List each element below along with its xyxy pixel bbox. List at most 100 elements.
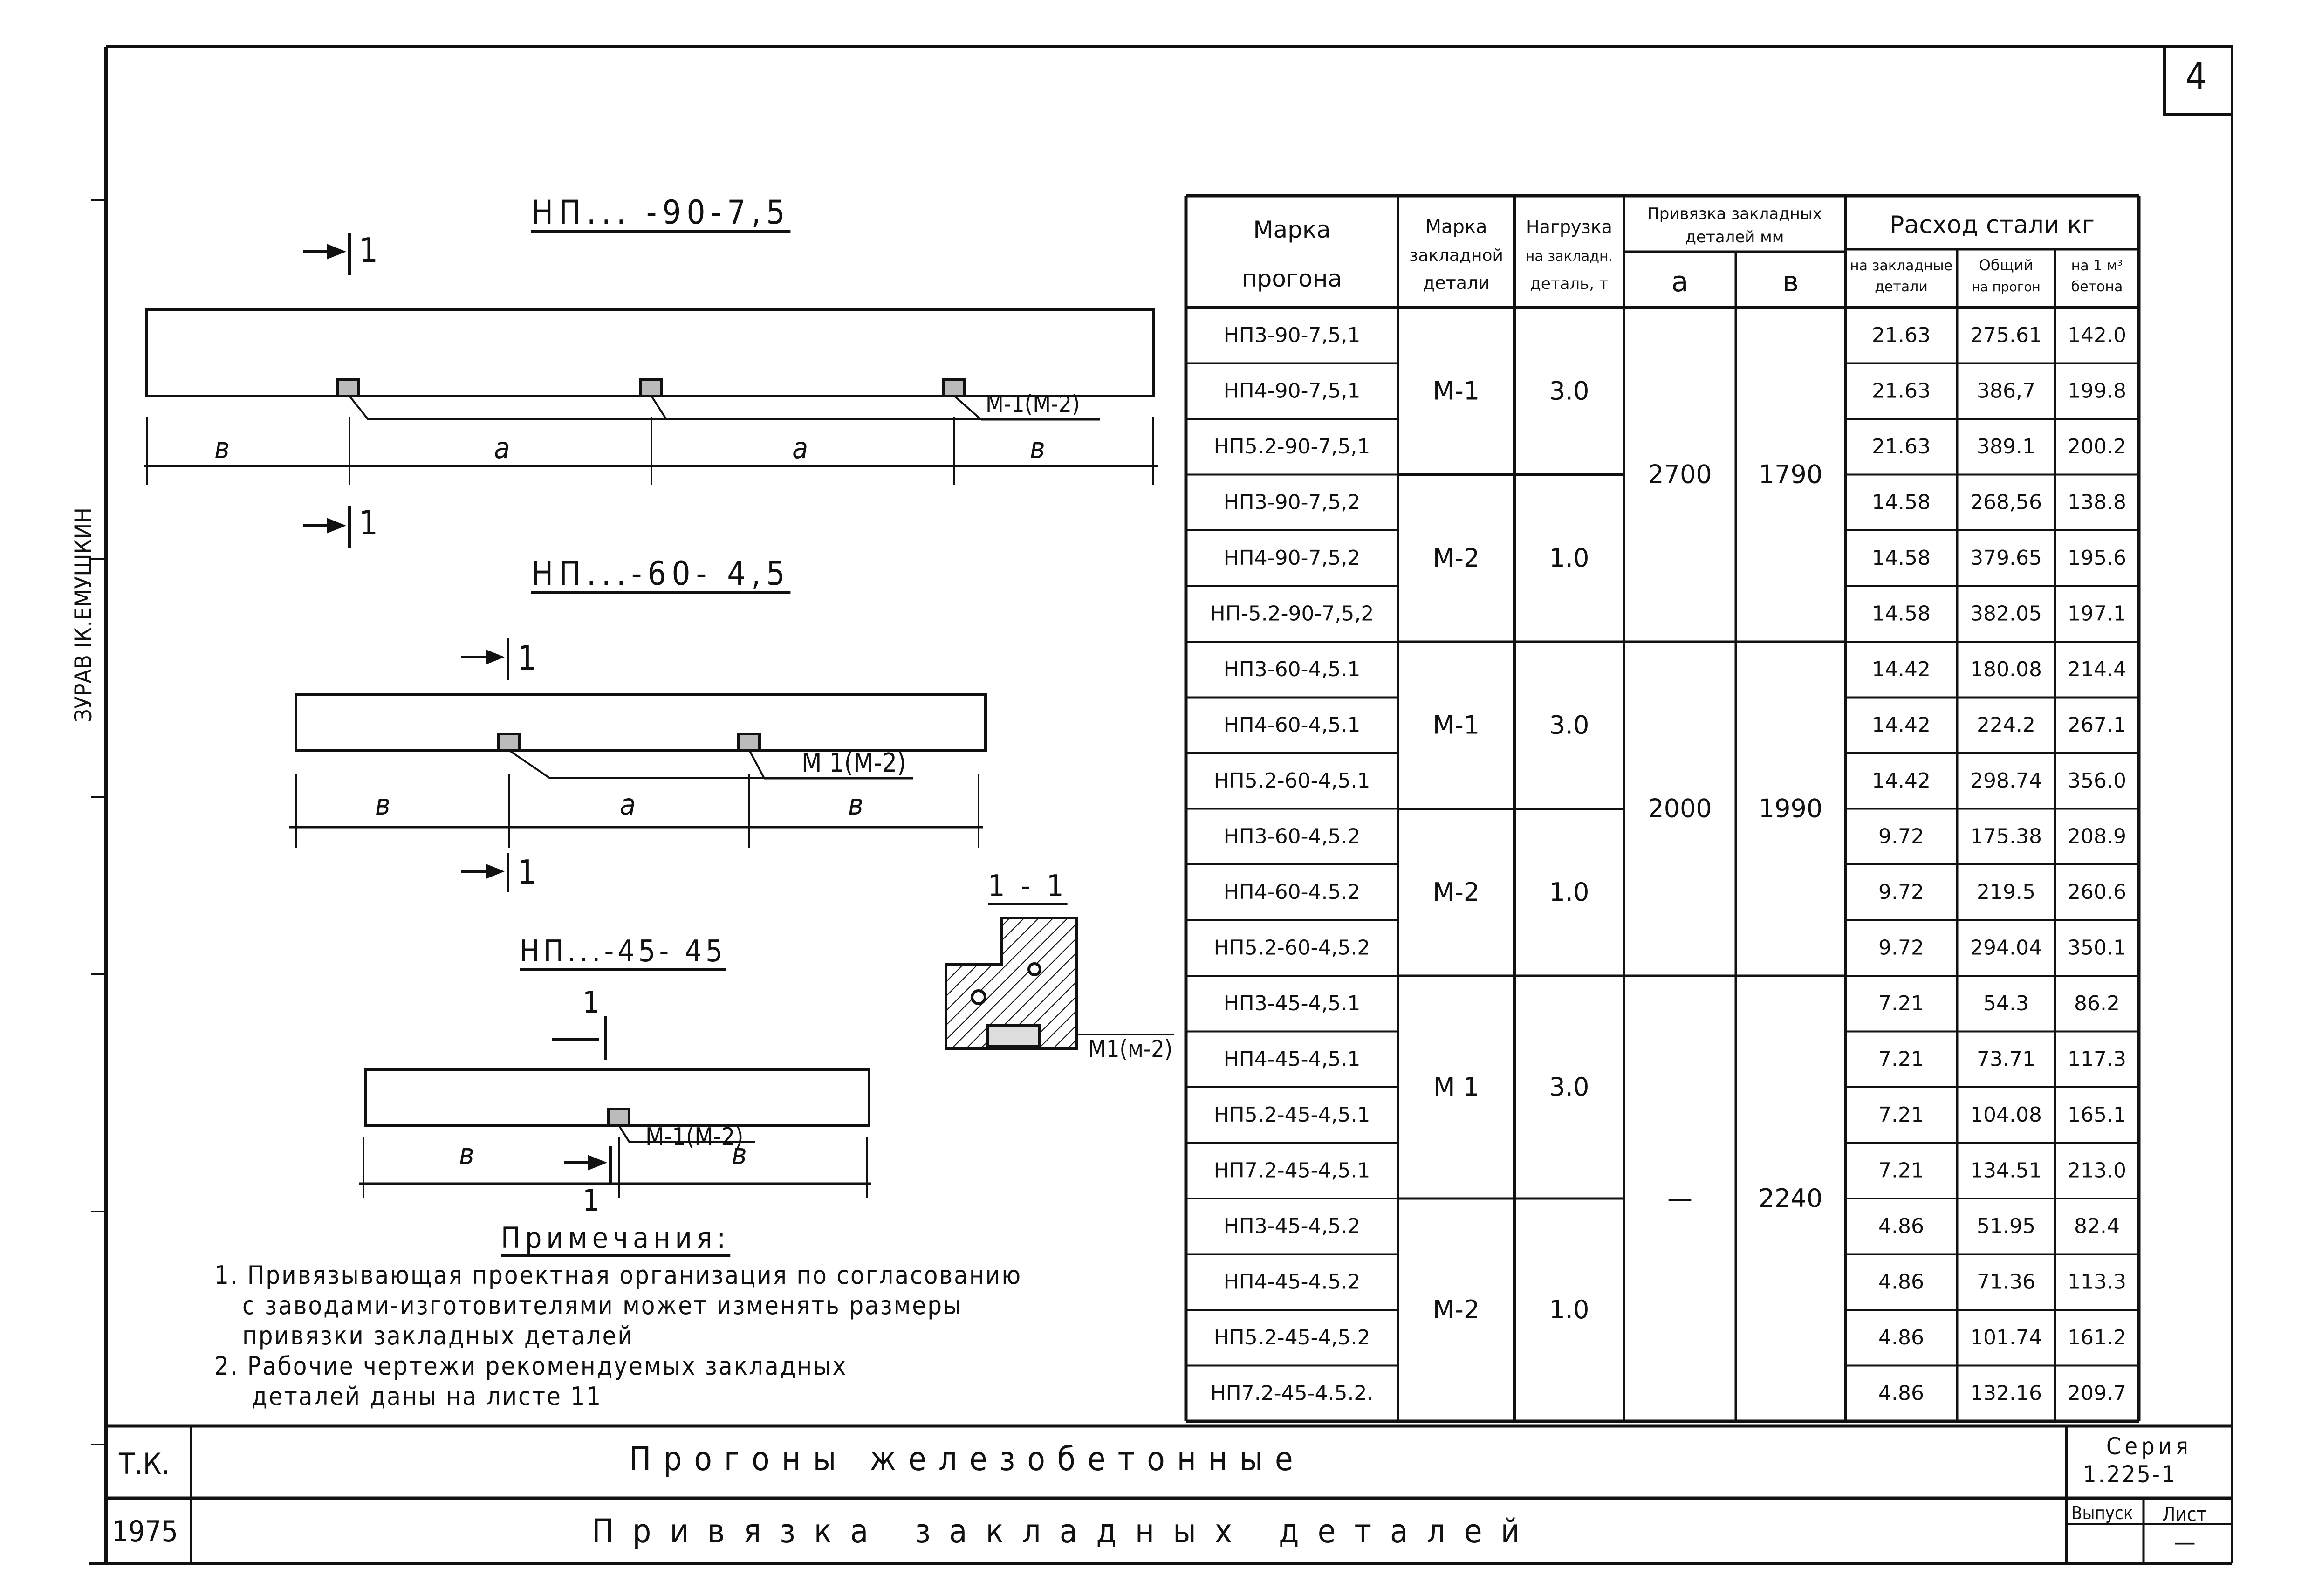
row-steel-total: 132.16 (1970, 1382, 2042, 1405)
row-steel-m3: 138.8 (2068, 491, 2126, 514)
beam3-section-bottom: 1 (582, 1184, 600, 1218)
row-marka: НП3-90-7,5,1 (1224, 323, 1361, 347)
row-marka: НП3-90-7,5,2 (1224, 491, 1361, 514)
row-steel-detail: 4.86 (1878, 1270, 1924, 1294)
series-value: 1.225-1 (2083, 1461, 2177, 1488)
header-steel: Расход стали кг (1890, 211, 2095, 239)
row-steel-detail: 21.63 (1872, 379, 1931, 403)
row-steel-total: 275.61 (1970, 323, 2042, 347)
row-steel-detail: 4.86 (1878, 1326, 1924, 1349)
row-steel-m3: 197.1 (2068, 602, 2126, 626)
row-steel-total: 224.2 (1977, 713, 2035, 737)
row-marka: НП5.2-45-4,5.1 (1214, 1103, 1370, 1127)
row-steel-total: 386,7 (1977, 379, 2035, 403)
group-detail: М-1 (1433, 710, 1480, 740)
header-steel-detail-1: на закладные (1850, 258, 1952, 274)
sheet-number: 4 (2185, 55, 2207, 98)
group-binding-a: 2700 (1648, 460, 1712, 489)
row-steel-m3: 350.1 (2068, 936, 2126, 960)
beam3-dim-b2: в (732, 1137, 747, 1171)
row-steel-detail: 9.72 (1878, 936, 1924, 960)
header-steel-detail-2: детали (1875, 279, 1928, 295)
beam2-dim-b2: в (848, 788, 863, 822)
beam1-section-bottom: 1 (359, 503, 378, 542)
row-steel-total: 298.74 (1970, 769, 2042, 793)
group-load: 3.0 (1549, 710, 1589, 740)
row-steel-total: 268,56 (1970, 491, 2042, 514)
group-load: 1.0 (1549, 543, 1589, 573)
row-marka: НП7.2-45-4.5.2. (1211, 1382, 1374, 1405)
row-marka: НП7.2-45-4,5.1 (1214, 1159, 1370, 1183)
beam2-drawing (289, 638, 987, 892)
row-marka: НП5.2-90-7,5,1 (1214, 435, 1370, 459)
row-marka: НП4-90-7,5,1 (1224, 379, 1361, 403)
beam2-section-top: 1 (517, 638, 537, 678)
row-marka: НП4-45-4,5.1 (1224, 1048, 1361, 1071)
group-detail: М 1 (1433, 1072, 1479, 1102)
row-steel-detail: 7.21 (1878, 1159, 1924, 1183)
row-steel-m3: 213.0 (2068, 1159, 2126, 1183)
row-marka: НП4-90-7,5,2 (1224, 546, 1361, 570)
beam1-drawing (144, 233, 1158, 548)
header-a: а (1671, 266, 1689, 298)
beam3-drawing (359, 1016, 871, 1198)
row-steel-m3: 356.0 (2068, 769, 2126, 793)
note-line-2: с заводами-изготовителями может изменять… (242, 1291, 963, 1320)
row-steel-m3: 208.9 (2068, 825, 2126, 849)
group-detail: М-1 (1433, 376, 1480, 405)
beam1-section-top: 1 (359, 231, 378, 270)
beam1-title: НП... -90-7,5 (531, 193, 791, 232)
row-steel-detail: 9.72 (1878, 825, 1924, 849)
row-steel-m3: 113.3 (2068, 1270, 2126, 1294)
row-steel-detail: 14.58 (1872, 602, 1931, 626)
beam3-title: НП...-45- 45 (520, 934, 726, 969)
title-line-2: Привязка закладных деталей (592, 1512, 1539, 1550)
beam3-section-top: 1 (582, 986, 600, 1020)
row-marka: НП4-60-4.5.2 (1224, 880, 1361, 904)
row-marka: НП4-45-4.5.2 (1224, 1270, 1361, 1294)
header-steel-total-2: на прогон (1972, 279, 2041, 295)
row-steel-total: 101.74 (1970, 1326, 2042, 1349)
row-steel-m3: 86.2 (2074, 992, 2120, 1015)
row-marka: НП3-45-4,5.2 (1224, 1214, 1361, 1238)
beam2-title: НП...-60- 4,5 (531, 555, 791, 593)
row-marka: НП3-45-4,5.1 (1224, 992, 1361, 1015)
note-line-4: 2. Рабочие чертежи рекомендуемых закладн… (214, 1351, 848, 1381)
section-drawing (945, 917, 1174, 1050)
row-marka: НП4-60-4,5.1 (1224, 713, 1361, 737)
sheet-label: Лист (2162, 1503, 2207, 1526)
row-marka: НП5.2-45-4,5.2 (1214, 1326, 1370, 1349)
row-steel-detail: 4.86 (1878, 1382, 1924, 1405)
row-steel-detail: 9.72 (1878, 880, 1924, 904)
group-load: 3.0 (1549, 1072, 1589, 1102)
row-steel-m3: 267.1 (2068, 713, 2126, 737)
header-steel-m3-1: на 1 м³ (2071, 258, 2123, 274)
row-steel-detail: 7.21 (1878, 1048, 1924, 1071)
row-marka: НП5.2-60-4,5.2 (1214, 936, 1370, 960)
beam1-dim-b1: в (214, 431, 230, 465)
group-detail: М-2 (1433, 1295, 1480, 1324)
header-marka: Марка (1253, 216, 1330, 243)
row-steel-total: 134.51 (1970, 1159, 2042, 1183)
row-marka: НП5.2-60-4,5.1 (1214, 769, 1370, 793)
row-steel-detail: 21.63 (1872, 323, 1931, 347)
row-steel-total: 379.65 (1970, 546, 2042, 570)
row-steel-m3: 195.6 (2068, 546, 2126, 570)
note-line-1: 1. Привязывающая проектная организация п… (214, 1260, 1022, 1290)
row-steel-detail: 14.58 (1872, 491, 1931, 514)
row-steel-total: 54.3 (1983, 992, 2029, 1015)
row-steel-total: 219.5 (1977, 880, 2035, 904)
header-steel-total-1: Общий (1979, 256, 2034, 274)
header-detail-1: Марка (1425, 216, 1487, 238)
row-steel-total: 73.71 (1977, 1048, 2035, 1071)
row-steel-detail: 14.42 (1872, 713, 1931, 737)
row-marka: НП-5.2-90-7,5,2 (1210, 602, 1374, 626)
row-steel-detail: 7.21 (1878, 1103, 1924, 1127)
header-steel-m3-2: бетона (2071, 279, 2123, 295)
header-binding-2: деталей мм (1685, 228, 1784, 247)
beam1-dim-a2: а (792, 431, 808, 465)
group-load: 1.0 (1549, 877, 1589, 907)
row-steel-detail: 21.63 (1872, 435, 1931, 459)
